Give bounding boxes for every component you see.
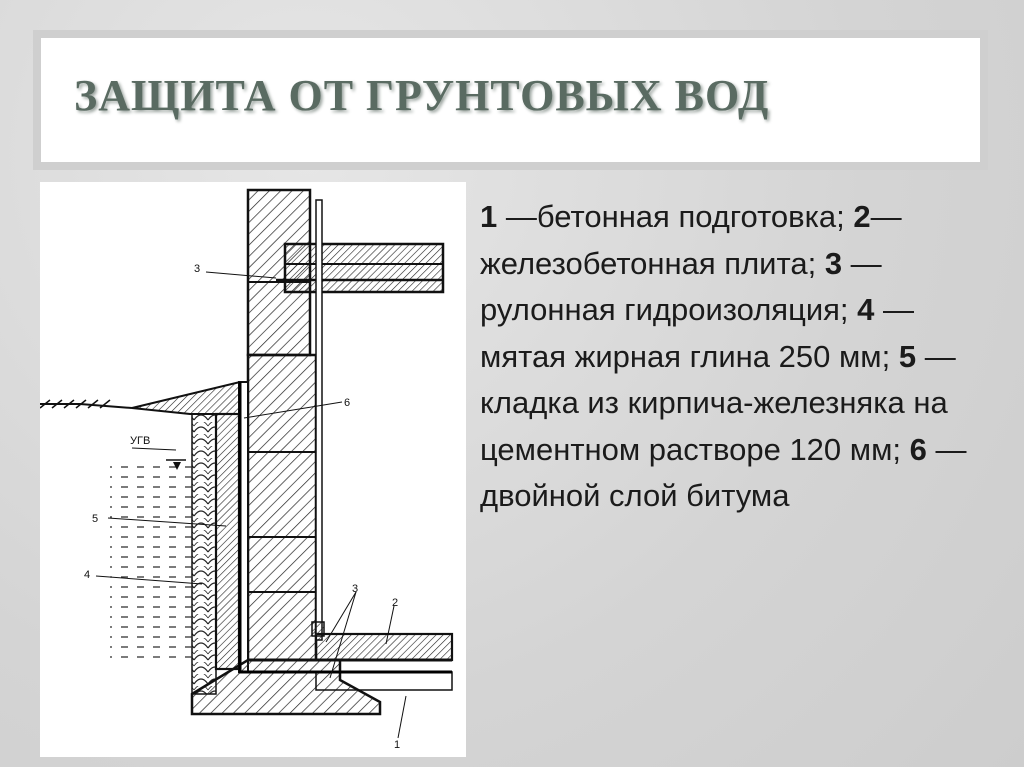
- legend-text-3: —рулонная гидроизоляция;: [480, 245, 882, 328]
- legend-text-5: — кладка из кирпича-железняка на цементн…: [480, 338, 956, 467]
- title-box: [33, 30, 988, 170]
- legend-text: 1 —бетонная подготовка; 2— железобетонна…: [480, 194, 1000, 520]
- legend-text-1: —бетонная подготовка;: [497, 199, 854, 234]
- foundation-section-drawing: 3 6 УГВ 5 4 3 2 1: [40, 188, 454, 751]
- legend-num-5: 5: [898, 338, 917, 374]
- legend-num-3: 3: [824, 245, 843, 281]
- floor-slab: [283, 242, 445, 294]
- blind-area: [131, 381, 249, 415]
- legend-num-1: 1: [480, 199, 498, 234]
- label-5: 5: [92, 513, 98, 525]
- legend-text-2: — железобетонная плита;: [480, 199, 902, 281]
- label-6: 6: [344, 397, 350, 409]
- legend-num-2: 2: [853, 199, 871, 234]
- basement-wall: [246, 353, 318, 662]
- legend-num-4: 4: [857, 292, 875, 327]
- brick-masonry: [214, 412, 241, 671]
- legend-num-6: 6: [909, 431, 927, 467]
- legend-text-4: — мятая жирная глина 250 мм;: [480, 292, 915, 374]
- label-ugv: УГВ: [130, 435, 150, 447]
- label-4: 4: [84, 569, 90, 581]
- label-1: 1: [394, 739, 400, 751]
- foundation-diagram: 3 6 УГВ 5 4 3 2 1: [40, 182, 466, 757]
- legend-text-6: — двойной слой битума: [480, 431, 967, 514]
- label-3-bottom: 3: [352, 583, 358, 595]
- clay-layer: [191, 413, 217, 695]
- slide-title: ЗАЩИТА ОТ ГРУНТОВЫХ ВОД: [74, 71, 770, 120]
- groundwater: [110, 462, 192, 662]
- label-2: 2: [392, 597, 398, 609]
- label-3-top: 3: [194, 263, 200, 275]
